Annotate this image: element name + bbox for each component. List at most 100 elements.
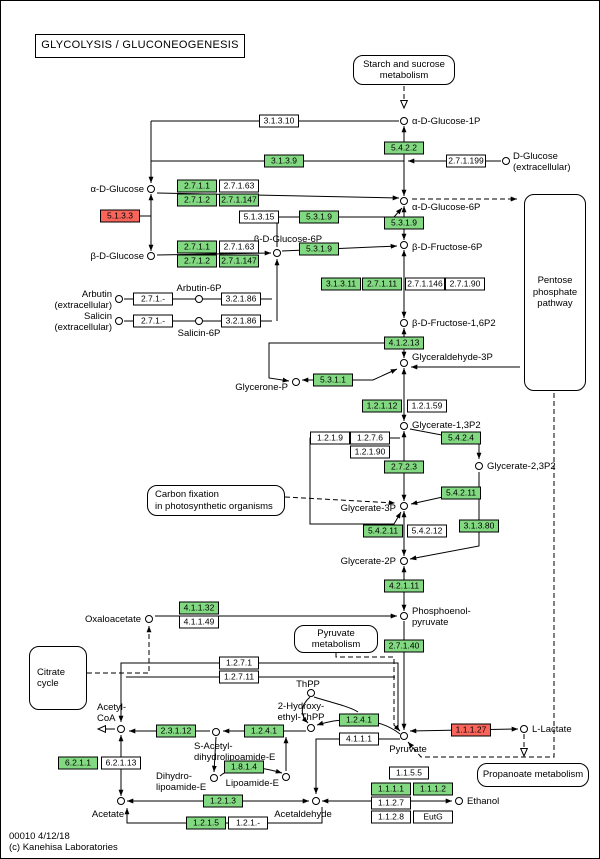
compound-glycerate-3p[interactable] [400, 502, 408, 510]
compound-2-hydroxy-ethyl-thpp[interactable] [307, 724, 315, 732]
enzyme-6-2-1-13[interactable]: 6.2.1.13 [101, 756, 141, 770]
compound-d-glucose-extracellular[interactable] [502, 157, 510, 165]
enzyme-2-7-1-63[interactable]: 2.7.1.63 [219, 240, 259, 254]
enzyme-1-2-4-1[interactable]: 1.2.4.1 [339, 713, 379, 727]
compound-l-lactate[interactable] [520, 725, 528, 733]
compound-s-acetyl-dihydrolipoamide-e[interactable] [212, 728, 220, 736]
enzyme-1-2-1-90[interactable]: 1.2.1.90 [350, 445, 390, 459]
compound-d-glucose-1p[interactable] [400, 117, 408, 125]
enzyme-4-2-1-11[interactable]: 4.2.1.11 [384, 579, 424, 593]
enzyme-1-2-1-59[interactable]: 1.2.1.59 [407, 399, 447, 413]
compound-d-fructose-1-6p2[interactable] [400, 319, 408, 327]
enzyme-1-2-1[interactable]: 1.2.1.- [228, 816, 268, 830]
enzyme-2-7-1-1[interactable]: 2.7.1.1 [177, 179, 217, 193]
enzyme-3-1-3-80[interactable]: 3.1.3.80 [459, 519, 499, 533]
enzyme-3-1-3-9[interactable]: 3.1.3.9 [264, 154, 304, 168]
compound-arbutin-extracellular[interactable] [115, 295, 123, 303]
compound-d-glucose[interactable] [147, 185, 155, 193]
enzyme-1-1-5-5[interactable]: 1.1.5.5 [389, 766, 429, 780]
compound-label: Acetaldehyde [274, 808, 332, 820]
enzyme-4-1-1-32[interactable]: 4.1.1.32 [179, 601, 219, 615]
enzyme-1-1-1-1[interactable]: 1.1.1.1 [371, 782, 411, 796]
compound-phosphoenol-pyruvate[interactable] [400, 612, 408, 620]
enzyme-1-1-1-2[interactable]: 1.1.1.2 [413, 782, 453, 796]
enzyme-2-7-1-146[interactable]: 2.7.1.146 [405, 277, 445, 291]
enzyme-1-2-1-5[interactable]: 1.2.1.5 [186, 816, 226, 830]
enzyme-2-7-1[interactable]: 2.7.1.- [133, 292, 173, 306]
compound-glycerate-2-3p2[interactable] [475, 462, 483, 470]
enzyme-1-2-1-12[interactable]: 1.2.1.12 [362, 399, 402, 413]
enzyme-2-7-1-90[interactable]: 2.7.1.90 [445, 277, 485, 291]
enzyme-2-7-1-147[interactable]: 2.7.1.147 [219, 254, 259, 268]
enzyme-3-2-1-86[interactable]: 3.2.1.86 [221, 292, 261, 306]
enzyme-6-2-1-1[interactable]: 6.2.1.1 [58, 756, 98, 770]
enzyme-2-7-1-11[interactable]: 2.7.1.11 [362, 277, 402, 291]
enzyme-3-1-3-10[interactable]: 3.1.3.10 [259, 114, 299, 128]
enzyme-1-2-7-1[interactable]: 1.2.7.1 [219, 656, 259, 670]
enzyme-1-1-1-27[interactable]: 1.1.1.27 [451, 723, 491, 737]
enzyme-5-4-2-4[interactable]: 5.4.2.4 [441, 431, 481, 445]
compound-glycerone-p[interactable] [292, 378, 300, 386]
pathway-box-propanoate-metabolism[interactable]: Propanoate metabolism [477, 763, 589, 787]
enzyme-eutg[interactable]: EutG [413, 810, 453, 824]
compound-dihydro-lipoamide-e[interactable] [210, 774, 218, 782]
enzyme-5-1-3-15[interactable]: 5.1.3.15 [239, 210, 279, 224]
enzyme-5-4-2-11[interactable]: 5.4.2.11 [441, 486, 481, 500]
enzyme-5-1-3-3[interactable]: 5.1.3.3 [100, 209, 140, 223]
enzyme-2-7-1[interactable]: 2.7.1.- [133, 314, 173, 328]
enzyme-2-7-1-1[interactable]: 2.7.1.1 [177, 240, 217, 254]
enzyme-1-8-1-4[interactable]: 1.8.1.4 [224, 760, 264, 774]
compound-acetyl-coa[interactable] [117, 725, 125, 733]
enzyme-1-2-4-1[interactable]: 1.2.4.1 [244, 724, 284, 738]
enzyme-5-3-1-9[interactable]: 5.3.1.9 [384, 216, 424, 230]
compound-oxaloacetate[interactable] [145, 615, 153, 623]
enzyme-4-1-2-13[interactable]: 4.1.2.13 [384, 336, 424, 350]
enzyme-2-7-1-147[interactable]: 2.7.1.147 [219, 193, 259, 207]
enzyme-1-1-2-7[interactable]: 1.1.2.7 [371, 796, 411, 810]
enzyme-2-7-1-63[interactable]: 2.7.1.63 [219, 179, 259, 193]
compound-d-glucose-6p[interactable] [273, 249, 281, 257]
enzyme-1-2-7-11[interactable]: 1.2.7.11 [219, 670, 259, 684]
enzyme-2-7-1-40[interactable]: 2.7.1.40 [384, 639, 424, 653]
compound-d-glucose[interactable] [147, 252, 155, 260]
compound-d-glucose-6p[interactable] [400, 197, 408, 205]
compound-lipoamide-e[interactable] [282, 773, 290, 781]
compound-d-fructose-6p[interactable] [400, 241, 408, 249]
enzyme-5-3-1-9[interactable]: 5.3.1.9 [299, 210, 339, 224]
compound-salicin-6p[interactable] [195, 317, 203, 325]
enzyme-2-3-1-12[interactable]: 2.3.1.12 [156, 724, 196, 738]
enzyme-3-2-1-86[interactable]: 3.2.1.86 [221, 314, 261, 328]
enzyme-2-7-1-199[interactable]: 2.7.1.199 [446, 154, 486, 168]
enzyme-4-1-1-49[interactable]: 4.1.1.49 [179, 615, 219, 629]
enzyme-1-2-1-3[interactable]: 1.2.1.3 [203, 794, 243, 808]
enzyme-5-4-2-2[interactable]: 5.4.2.2 [384, 141, 424, 155]
enzyme-1-2-1-9[interactable]: 1.2.1.9 [310, 431, 350, 445]
compound-salicin-extracellular[interactable] [115, 317, 123, 325]
enzyme-2-7-1-2[interactable]: 2.7.1.2 [177, 193, 217, 207]
compound-glyceraldehyde-3p[interactable] [400, 359, 408, 367]
compound-arbutin-6p[interactable] [195, 295, 203, 303]
enzyme-5-4-2-11[interactable]: 5.4.2.11 [363, 524, 403, 538]
compound-acetate[interactable] [117, 797, 125, 805]
pathway-box-label: Carbon fixation [155, 489, 219, 500]
compound-glycerate-2p[interactable] [400, 557, 408, 565]
enzyme-5-4-2-12[interactable]: 5.4.2.12 [407, 524, 447, 538]
compound-glycerate-1-3p2[interactable] [400, 422, 408, 430]
enzyme-3-1-3-11[interactable]: 3.1.3.11 [321, 277, 361, 291]
compound-acetaldehyde[interactable] [312, 797, 320, 805]
enzyme-5-3-1-1[interactable]: 5.3.1.1 [313, 373, 353, 387]
enzyme-4-1-1-1[interactable]: 4.1.1.1 [339, 732, 379, 746]
compound-thpp[interactable] [307, 689, 315, 697]
enzyme-1-2-7-6[interactable]: 1.2.7.6 [350, 431, 390, 445]
enzyme-2-7-1-2[interactable]: 2.7.1.2 [177, 254, 217, 268]
compound-pyruvate[interactable] [400, 732, 408, 740]
enzyme-2-7-2-3[interactable]: 2.7.2.3 [384, 460, 424, 474]
enzyme-5-3-1-9[interactable]: 5.3.1.9 [299, 242, 339, 256]
compound-ethanol[interactable] [455, 797, 463, 805]
enzyme-1-1-2-8[interactable]: 1.1.2.8 [371, 810, 411, 824]
